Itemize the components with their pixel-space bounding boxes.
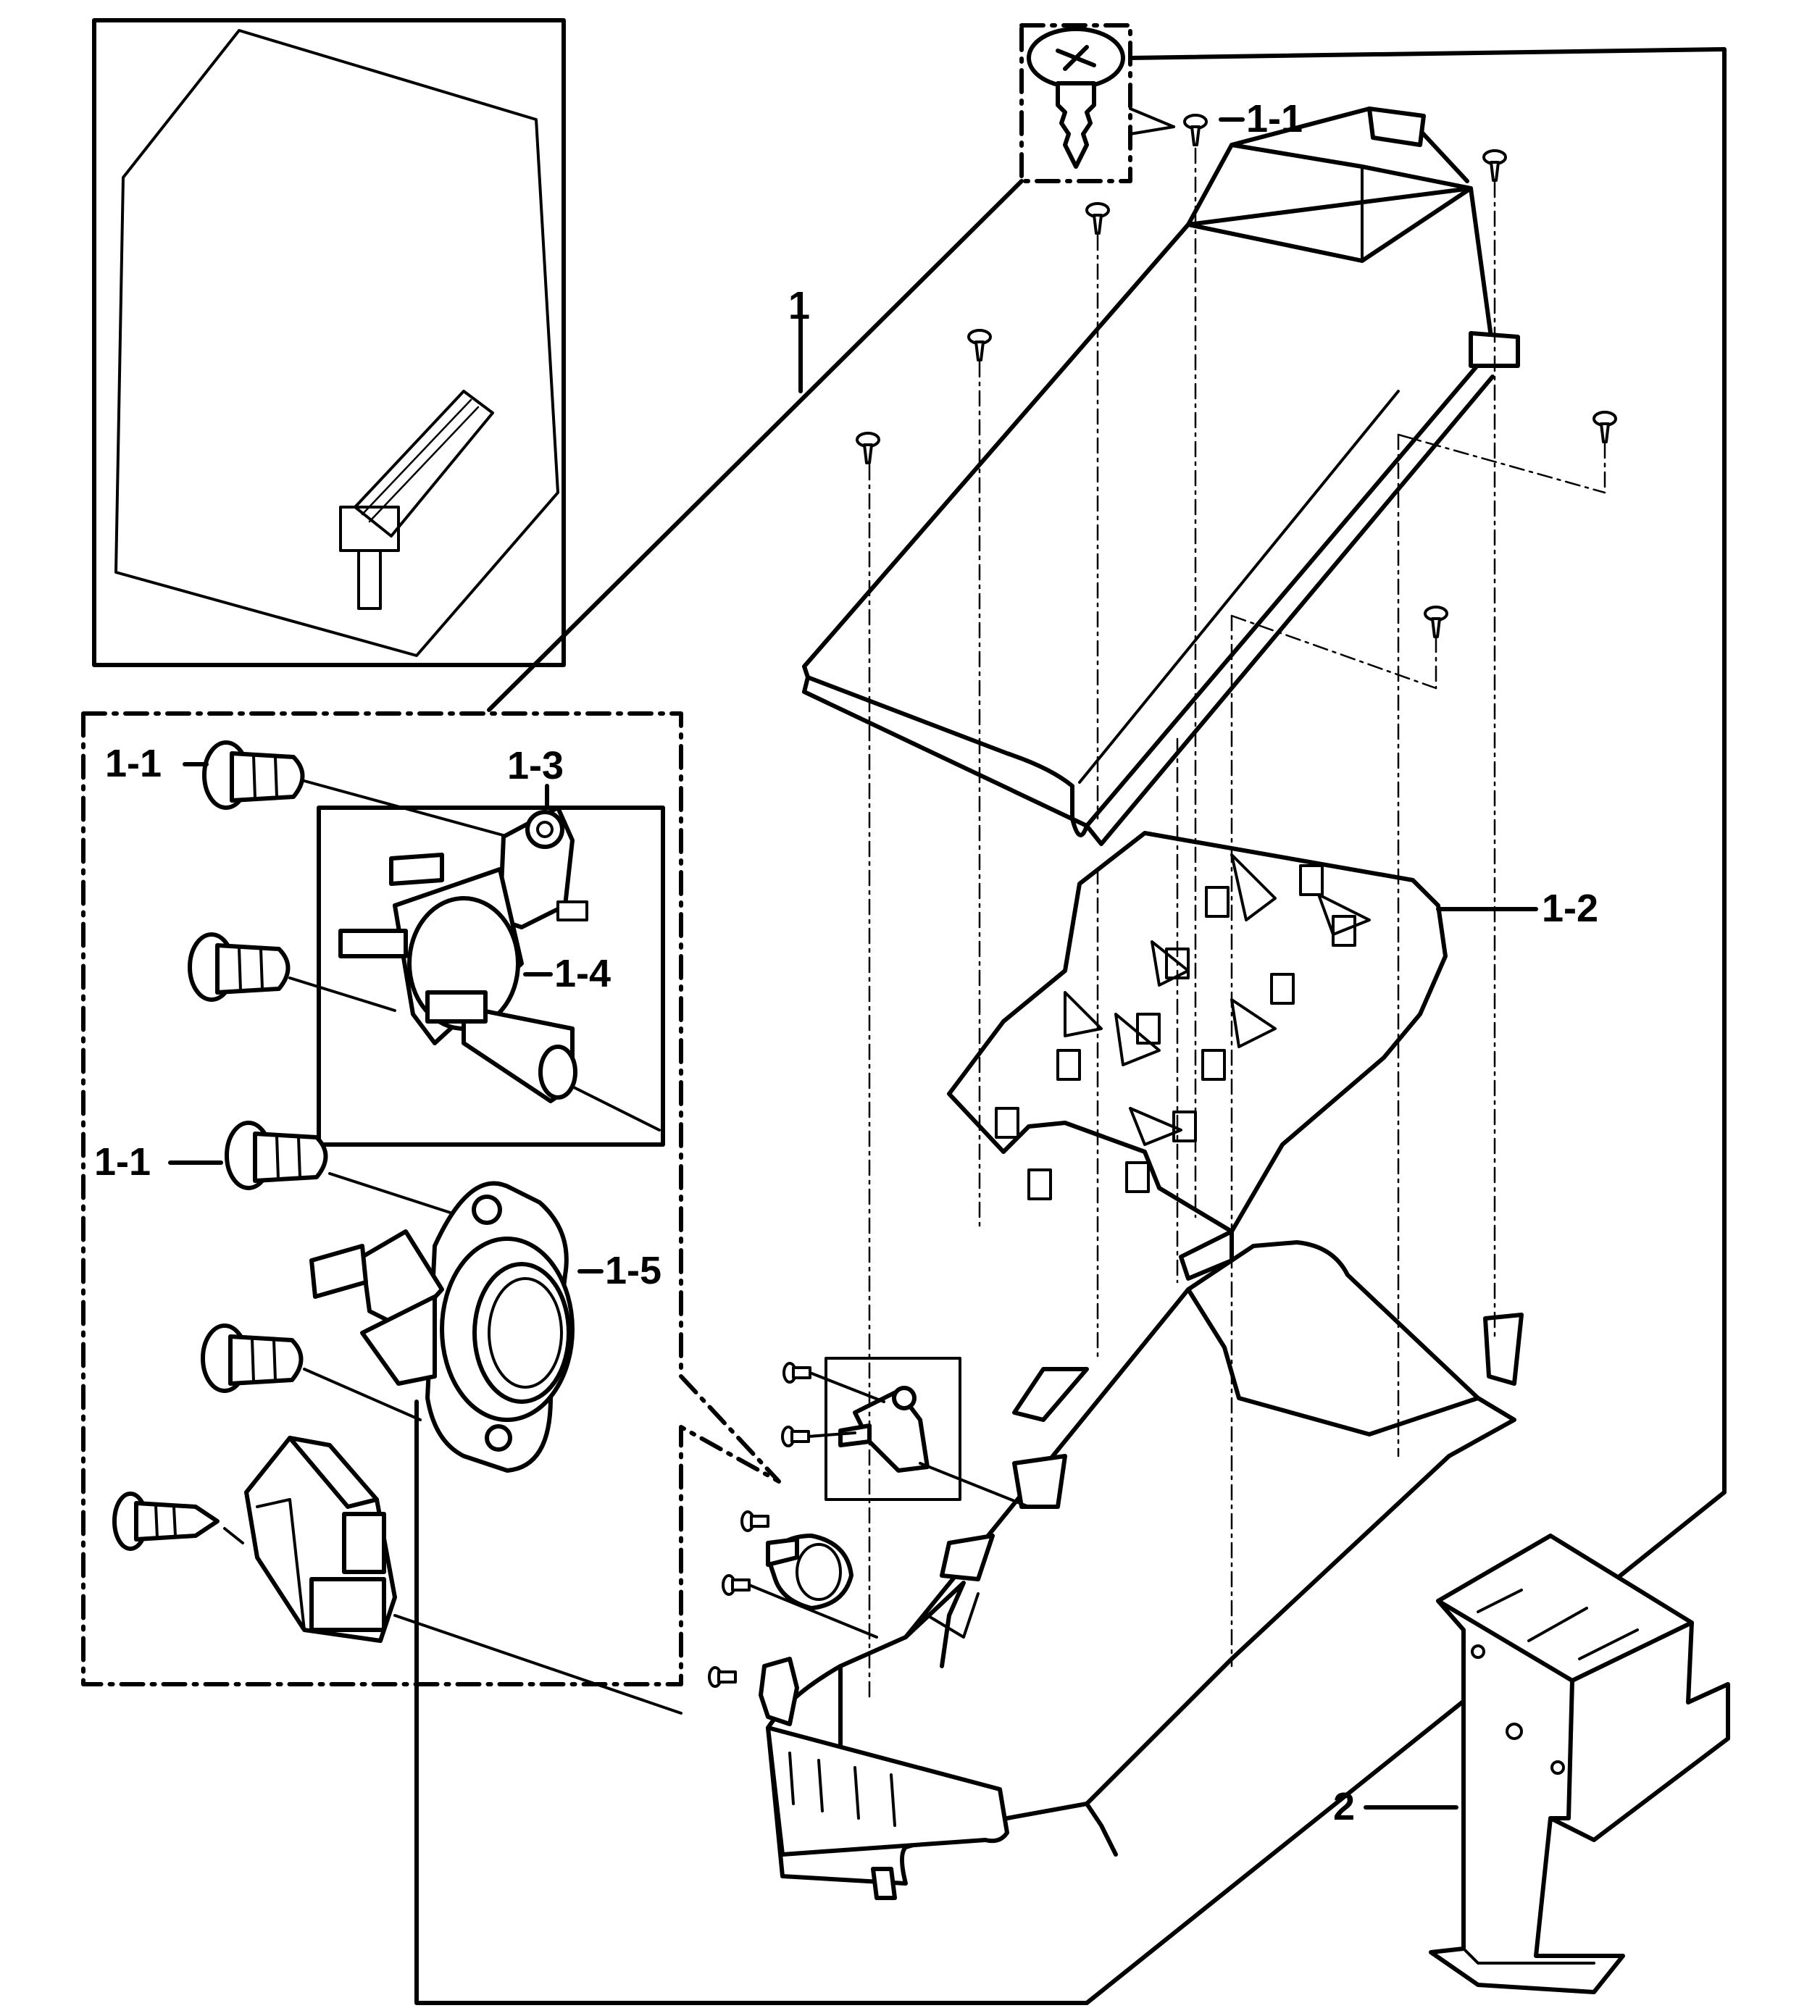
screw-detail-box — [1019, 23, 1175, 183]
thermostat-bracket-icon — [338, 806, 588, 1103]
cover-screws — [856, 114, 1617, 638]
thermostat-group — [708, 1357, 1030, 1726]
screw-icon — [1183, 114, 1208, 146]
screw-icon — [722, 1574, 751, 1596]
alignment-lines — [868, 147, 1606, 1704]
terminal-block-icon — [244, 1436, 397, 1643]
label-screw-b: 1-1 — [94, 1140, 151, 1184]
detail-callout-panel — [81, 711, 781, 1715]
screw-icon — [740, 1510, 769, 1532]
thermostat-icon — [309, 1181, 575, 1473]
label-screw-a: 1-1 — [105, 742, 162, 785]
heater-housing — [766, 1229, 1524, 1900]
label-assembly: 1 — [788, 284, 810, 327]
screw-icon — [782, 1362, 811, 1384]
heater-small-icon — [339, 390, 494, 610]
heater-plate — [947, 831, 1448, 1234]
label-thermostat-b: 1-5 — [605, 1249, 661, 1292]
screw-icon — [856, 432, 880, 464]
screw-icon — [201, 1323, 304, 1393]
screw-icon — [188, 932, 291, 1002]
screw-icon — [781, 1426, 810, 1447]
label-thermostat-a: 1-4 — [554, 952, 611, 995]
inset-heater-view — [92, 18, 566, 667]
screw-icon — [967, 329, 992, 361]
screw-icon — [225, 1121, 328, 1190]
label-bracket: 1-3 — [507, 744, 564, 787]
screw-icon — [112, 1492, 220, 1551]
screw-icon — [708, 1666, 737, 1688]
heater-cover — [802, 106, 1520, 846]
screw-icon — [1592, 411, 1617, 443]
assembly-outline — [414, 47, 1727, 2005]
assembly-outline-left — [487, 179, 1024, 712]
support-bracket — [1429, 1534, 1730, 1994]
label-screw-top: 1-1 — [1246, 97, 1303, 141]
bracket-box — [317, 806, 665, 1147]
screw-icon — [1482, 149, 1507, 182]
label-plate: 1-2 — [1542, 887, 1598, 930]
label-leaders — [168, 117, 1538, 1810]
screw-icon — [202, 740, 305, 810]
screw-icon — [1424, 606, 1448, 638]
screw-icon — [1085, 202, 1110, 235]
label-support: 2 — [1333, 1785, 1355, 1828]
